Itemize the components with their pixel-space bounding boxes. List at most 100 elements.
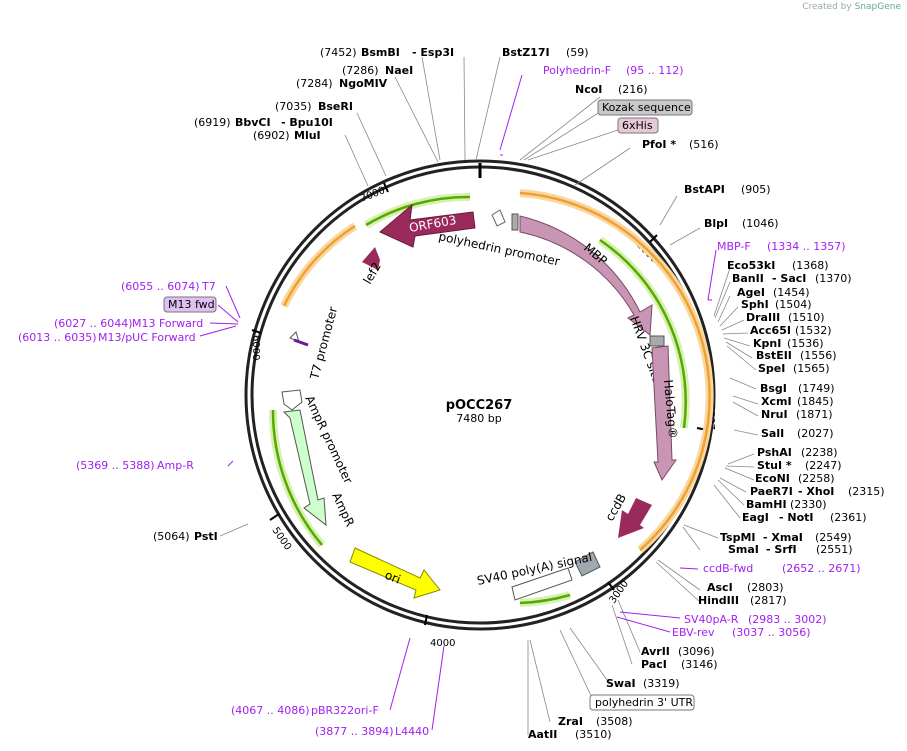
sv40par-label: SV40pA-R: [684, 613, 739, 626]
psti-label: PstI: [194, 530, 218, 543]
asci-pos: (2803): [747, 581, 784, 594]
bbvci-label: BbvCI: [235, 116, 271, 129]
saci-label: - SacI: [772, 272, 806, 285]
sv40-open-arrow: [511, 567, 573, 601]
tspmi-pos: (2549): [815, 531, 852, 544]
plasmid-size: 7480 bp: [456, 412, 501, 425]
halotag-label: HaloTag®: [661, 379, 680, 439]
hindiii-pos: (2817): [750, 594, 787, 607]
kpni-pos: (1536): [787, 337, 824, 350]
paer7i-label: PaeR7I: [750, 485, 793, 498]
m13forward-pos: (6027 .. 6044): [54, 317, 133, 330]
naei-pos: (7286): [342, 64, 379, 77]
xcmi-pos: (1845): [797, 395, 834, 408]
draiii-pos: (1510): [788, 311, 825, 324]
srfi-label: - SrfI: [766, 543, 797, 556]
t7-promoter-label: T7 promoter: [307, 305, 340, 382]
tick-4000: 4000: [430, 638, 455, 649]
kpni-label: KpnI: [753, 337, 781, 350]
l4440-pos: (3877 .. 3894): [315, 725, 394, 738]
banii-pos: (1370): [815, 272, 852, 285]
eco53ki-label: Eco53kI: [727, 259, 775, 272]
aatii-pos: (3510): [575, 728, 612, 741]
avrii-pos: (3096): [678, 645, 715, 658]
swai-pos: (3319): [643, 677, 680, 690]
swai-label: SwaI: [606, 677, 636, 690]
ori-feature: [349, 547, 441, 599]
t7-promoter-bar: [293, 338, 309, 347]
ccdbfwd-pos: (2652 .. 2671): [782, 562, 861, 575]
bsmbi-label: BsmBI: [361, 46, 400, 59]
bsgi-label: BsgI: [760, 382, 787, 395]
xhoi-label: - XhoI: [798, 485, 834, 498]
ampr-primer-label: Amp-R: [157, 459, 194, 472]
tick-7000: 7000: [359, 185, 387, 205]
spei-pos: (1565): [793, 362, 830, 375]
draiii-label: DraIII: [746, 311, 780, 324]
pshai-pos: (2238): [801, 446, 838, 459]
mlui-pos: (6902): [253, 129, 290, 142]
bseri-pos: (7035): [275, 100, 312, 113]
econi-pos: (2258): [798, 472, 835, 485]
acc65i-pos: (1532): [795, 324, 832, 337]
bpu10i-label: - Bpu10I: [281, 116, 333, 129]
xmai-label: - XmaI: [763, 531, 803, 544]
zrai-pos: (3508): [596, 715, 633, 728]
blpi-pos: (1046): [742, 217, 779, 230]
sv40par-pos: (2983 .. 3002): [748, 613, 827, 626]
ori-label: ori: [383, 568, 403, 587]
polyhedrin-f-pos: (95 .. 112): [626, 64, 684, 77]
ncoi-label: NcoI: [575, 83, 602, 96]
pfoi-pos: (516): [689, 138, 719, 151]
mbp-feature: [519, 215, 653, 336]
xcmi-label: XcmI: [761, 395, 792, 408]
mbpf-pos: (1334 .. 1357): [767, 240, 846, 253]
banii-label: BanII: [732, 272, 764, 285]
hrv3c-block: [649, 335, 665, 347]
mlui-label: MluI: [294, 129, 321, 142]
plasmid-name: pOCC267: [446, 398, 513, 413]
ampr-primer-pos: (5369 .. 5388): [76, 459, 155, 472]
m13puc-label: M13/pUC Forward: [98, 331, 196, 344]
blpi-label: BlpI: [704, 217, 728, 230]
snapgene-credit: Created by SnapGene: [802, 2, 901, 12]
m13forward-label: M13 Forward: [132, 317, 203, 330]
avrii-label: AvrII: [641, 645, 670, 658]
mbpf-label: MBP-F: [717, 240, 751, 253]
bsgi-pos: (1749): [798, 382, 835, 395]
zrai-label: ZraI: [558, 715, 583, 728]
connector-lines: [219, 56, 759, 735]
nrui-label: NruI: [761, 408, 788, 421]
bstz17i-label: BstZ17I: [502, 46, 550, 59]
primer-lines: [199, 74, 717, 731]
stui-label: StuI *: [757, 459, 792, 472]
ngomiv-label: NgoMIV: [339, 77, 388, 90]
ncoi-pos: (216): [618, 83, 648, 96]
bamhi-label: BamHI: [746, 498, 787, 511]
econi-label: EcoNI: [755, 472, 790, 485]
kozak-label: Kozak sequence: [602, 101, 691, 114]
sali-label: SalI: [761, 427, 784, 440]
bsteii-pos: (1556): [800, 349, 837, 362]
agei-label: AgeI: [737, 286, 765, 299]
nrui-pos: (1871): [796, 408, 833, 421]
acc65i-label: Acc65I: [750, 324, 791, 337]
m13fwd-label: M13 fwd: [168, 298, 215, 311]
sphi-pos: (1504): [775, 298, 812, 311]
ccdb-feature: [618, 498, 652, 538]
lef2-label: lef2: [360, 260, 383, 287]
ebvrev-pos: (3037 .. 3056): [732, 626, 811, 639]
backbone-inner: [250, 165, 710, 625]
sphi-label: SphI: [741, 298, 769, 311]
ampr-feature: [282, 409, 327, 527]
stui-pos: (2247): [805, 459, 842, 472]
esp3i-label: - Esp3I: [412, 46, 454, 59]
t7-pos: (6055 .. 6074): [121, 280, 200, 293]
orf603-feature: [379, 203, 476, 248]
bstz17i-pos: (59): [566, 46, 589, 59]
naei-label: NaeI: [385, 64, 413, 77]
asci-label: AscI: [707, 581, 733, 594]
ampr-label: AmpR: [329, 490, 357, 528]
polyhedrin-f-label: Polyhedrin-F: [543, 64, 611, 77]
